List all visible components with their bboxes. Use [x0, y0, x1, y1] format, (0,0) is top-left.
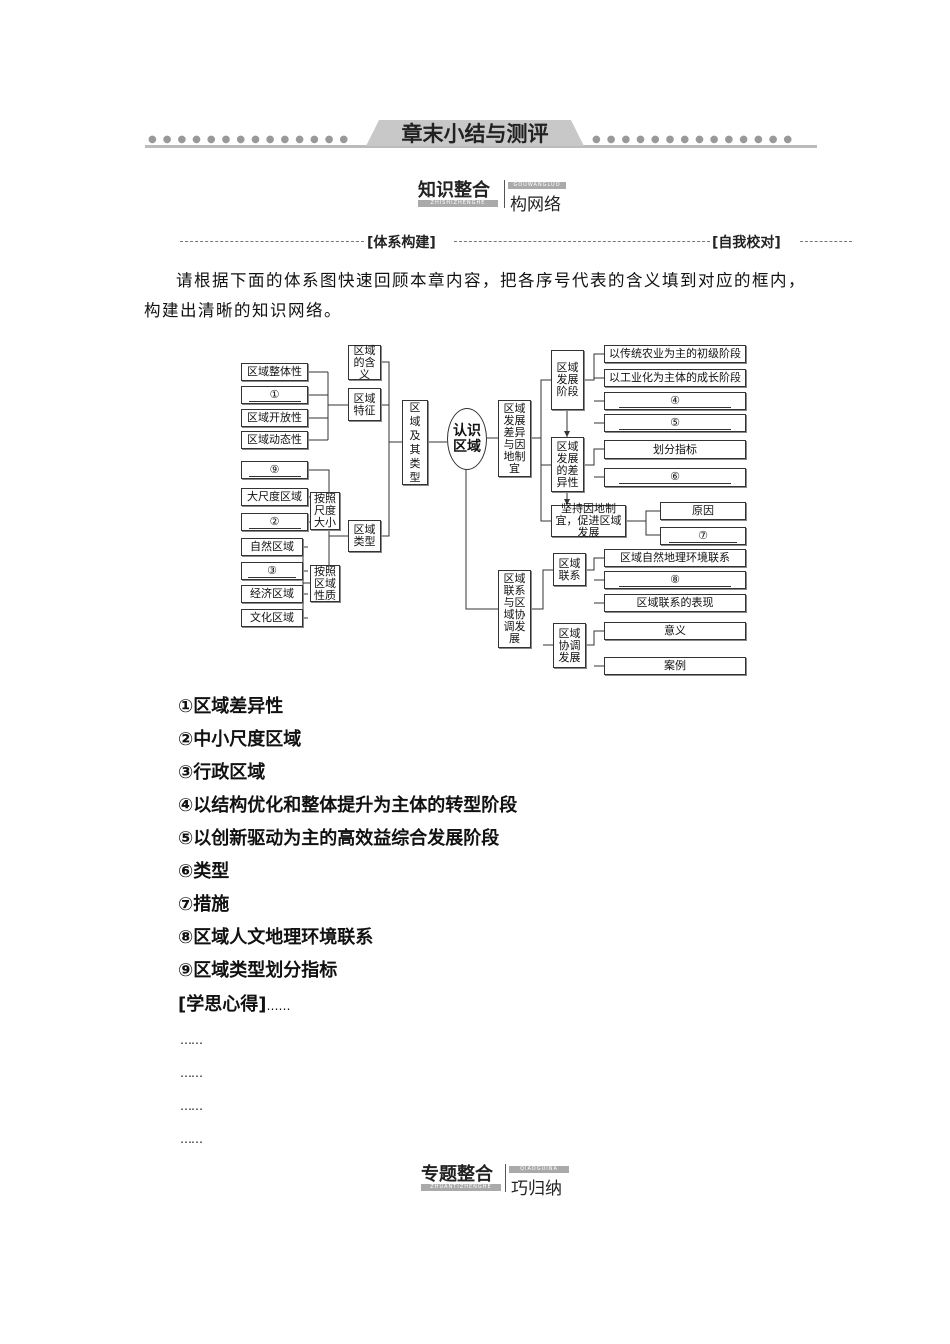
- dash-rule: [454, 241, 710, 242]
- notes-dots: ……: [180, 1033, 203, 1047]
- divider: [505, 1164, 506, 1192]
- box-kinds: 区域类型: [348, 520, 381, 552]
- notes-label: [学思心得]……: [178, 990, 290, 1016]
- answer-item: ③行政区域: [178, 762, 266, 783]
- answer-item: ⑧区域人文地理环境联系: [178, 927, 374, 948]
- instruction-text: 请根据下面的体系图快速回顾本章内容，把各序号代表的含义填到对应的框内，构建出清晰…: [144, 271, 806, 320]
- box-indus: 以工业化为主体的成长阶段: [604, 369, 746, 387]
- box-dynamic: 区域动态性: [241, 431, 308, 449]
- diagram-connectors: [302, 353, 660, 667]
- box-blank-9: ⑨: [241, 461, 308, 479]
- box-link: 区域联系与区域协调发展: [498, 570, 531, 648]
- box-types: 区域及其类型: [402, 400, 428, 485]
- section-subtitle: 构网络: [510, 195, 561, 215]
- dash-rule: [180, 241, 364, 242]
- answer-item: ⑨区域类型划分指标: [178, 960, 338, 981]
- blank-label: ⑨: [248, 463, 301, 477]
- box-blank-8: ⑧: [604, 571, 746, 589]
- answer-item: ⑦措施: [178, 894, 230, 915]
- chapter-header: 章末小结与测评: [366, 120, 584, 146]
- notes-dots: ……: [266, 999, 291, 1013]
- answer-item: ④以结构优化和整体提升为主体的转型阶段: [178, 795, 518, 816]
- answer-item: ①区域差异性: [178, 696, 284, 717]
- section-subtitle: 巧归纳: [511, 1179, 562, 1199]
- header-dots-left: ●●●●●●●●●●●●●●: [148, 134, 355, 145]
- box-blank-5: ⑤: [604, 414, 746, 432]
- box-blank-6: ⑥: [604, 468, 746, 487]
- box-blank-4: ④: [604, 392, 746, 410]
- box-cultural: 文化区域: [241, 609, 303, 627]
- blank-label: ⑤: [619, 416, 731, 430]
- blank-label: ⑥: [619, 471, 731, 484]
- notes-dots: ……: [180, 1066, 203, 1080]
- box-economic: 经济区域: [241, 585, 303, 603]
- notes-dots: ……: [180, 1099, 203, 1113]
- box-large: 大尺度区域: [241, 488, 308, 506]
- box-blank-3: ③: [241, 562, 303, 580]
- blank-label: ⑦: [669, 529, 737, 543]
- box-diff: 区域发展差异与因地制宜: [498, 400, 531, 477]
- box-coord: 区域协调发展: [553, 623, 586, 668]
- box-agri: 以传统农业为主的初级阶段: [604, 345, 746, 363]
- box-index: 划分指标: [604, 440, 746, 459]
- subhead-system: [体系构建]: [367, 235, 436, 251]
- box-by-scale: 按照尺度大小: [310, 492, 340, 530]
- notes-dots: ……: [180, 1132, 203, 1146]
- answer-item: ⑤以创新驱动为主的高效益综合发展阶段: [178, 828, 500, 849]
- section-pinyin: ZHISHIZHENGHE: [418, 200, 498, 207]
- blank-label: ③: [248, 564, 296, 578]
- section-pinyin-top: GOUWANGLUO: [508, 182, 566, 189]
- section-pinyin: ZHUANTIZHENGHE: [421, 1184, 501, 1191]
- header-dots-right: ●●●●●●●●●●●●●●: [592, 134, 799, 145]
- box-features: 区域特征: [348, 388, 381, 421]
- box-blank-7: ⑦: [660, 527, 746, 545]
- blank-label: ④: [619, 394, 731, 408]
- blank-label: ①: [248, 388, 301, 402]
- section-title: 知识整合: [418, 180, 490, 201]
- box-reason: 原因: [660, 502, 746, 520]
- box-natural: 自然区域: [241, 538, 303, 556]
- box-blank-1: ①: [241, 386, 308, 404]
- box-disparity: 区域发展的差异性: [551, 437, 584, 492]
- box-whole: 区域整体性: [241, 363, 308, 381]
- box-open: 区域开放性: [241, 409, 308, 427]
- box-meaning: 区域的含义: [348, 344, 381, 380]
- box-adapt: 坚持因地制宜，促进区域发展: [551, 503, 626, 539]
- box-meaning-coord: 意义: [604, 622, 746, 640]
- box-natlink: 区域自然地理环境联系: [604, 549, 746, 567]
- header-rule: [145, 145, 817, 148]
- box-blank-2: ②: [241, 513, 308, 531]
- notes-label-text: [学思心得]: [178, 994, 267, 1015]
- dash-rule: [800, 241, 852, 242]
- answer-item: ②中小尺度区域: [178, 729, 302, 750]
- box-express: 区域联系的表现: [604, 594, 746, 612]
- answer-item: ⑥类型: [178, 861, 230, 882]
- center-node: 认识区域: [447, 408, 487, 470]
- blank-label: ⑧: [619, 573, 731, 587]
- divider: [504, 180, 505, 208]
- box-connect: 区域联系: [553, 553, 586, 586]
- subhead-check: [自我校对]: [712, 235, 781, 251]
- box-stage: 区域发展阶段: [551, 350, 584, 410]
- blank-label: ②: [248, 515, 301, 529]
- box-by-nature: 按照区域性质: [310, 565, 340, 602]
- section-pinyin-top: QIAOGUINA: [509, 1166, 569, 1173]
- box-case: 案例: [604, 657, 746, 675]
- section-title: 专题整合: [421, 1164, 493, 1185]
